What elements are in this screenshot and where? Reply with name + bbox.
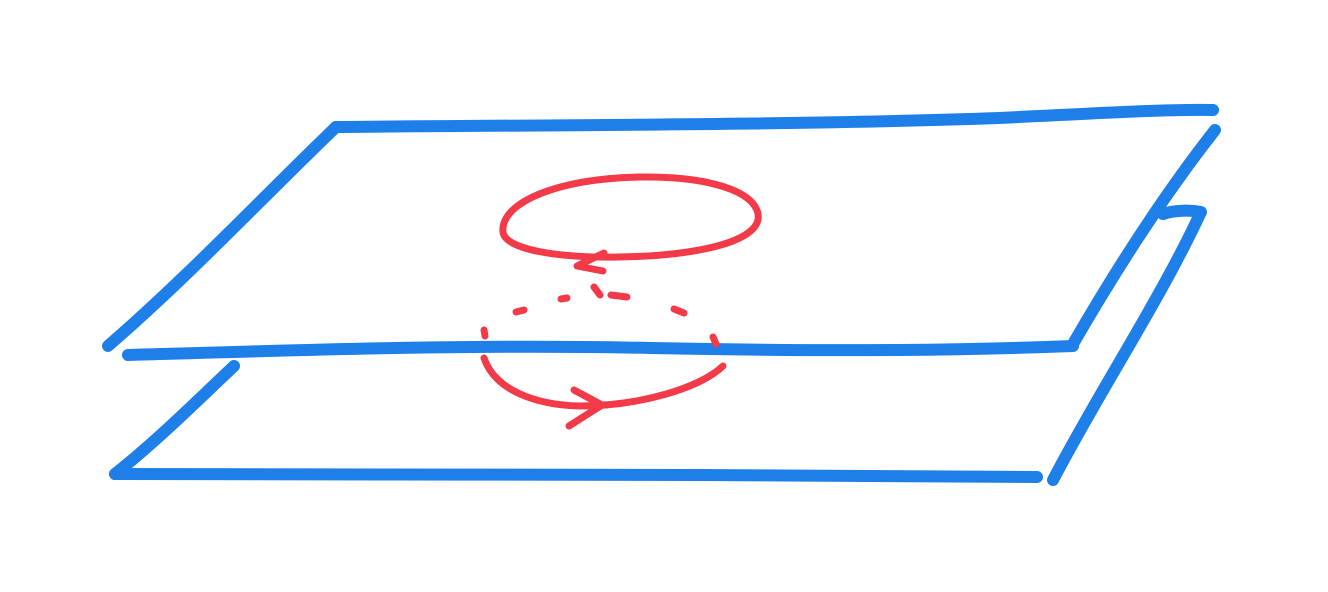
hidden-loop-dash-3 [607, 291, 631, 301]
hidden-loop-dash-1 [512, 306, 528, 316]
upper-plane-back-edge [330, 103, 1219, 133]
lower-loop-arrowhead [565, 386, 606, 430]
upper-plane-front-edge [122, 340, 1079, 361]
lower-loop [480, 354, 727, 410]
upper-plane-left-edge [102, 121, 342, 352]
hidden-loop-dash-2 [557, 294, 571, 303]
hidden-loop-dash-6 [709, 333, 720, 348]
upper-plane [102, 103, 1221, 361]
lower-plane-back-corner [1157, 204, 1207, 220]
upper-plane-right-edge [1067, 124, 1221, 350]
lower-plane-left-edge [109, 360, 240, 480]
lower-plane-right-edge [1047, 208, 1206, 486]
upper-loop-tick [590, 283, 604, 299]
upper-loop-arrowhead [573, 249, 608, 275]
lower-plane [109, 204, 1207, 486]
hidden-loop-dash-5 [480, 326, 489, 340]
hidden-loop-dash-4 [670, 305, 688, 317]
circulation-loop [480, 173, 762, 430]
lower-plane-front-edge [109, 468, 1043, 483]
upper-loop [499, 173, 762, 261]
